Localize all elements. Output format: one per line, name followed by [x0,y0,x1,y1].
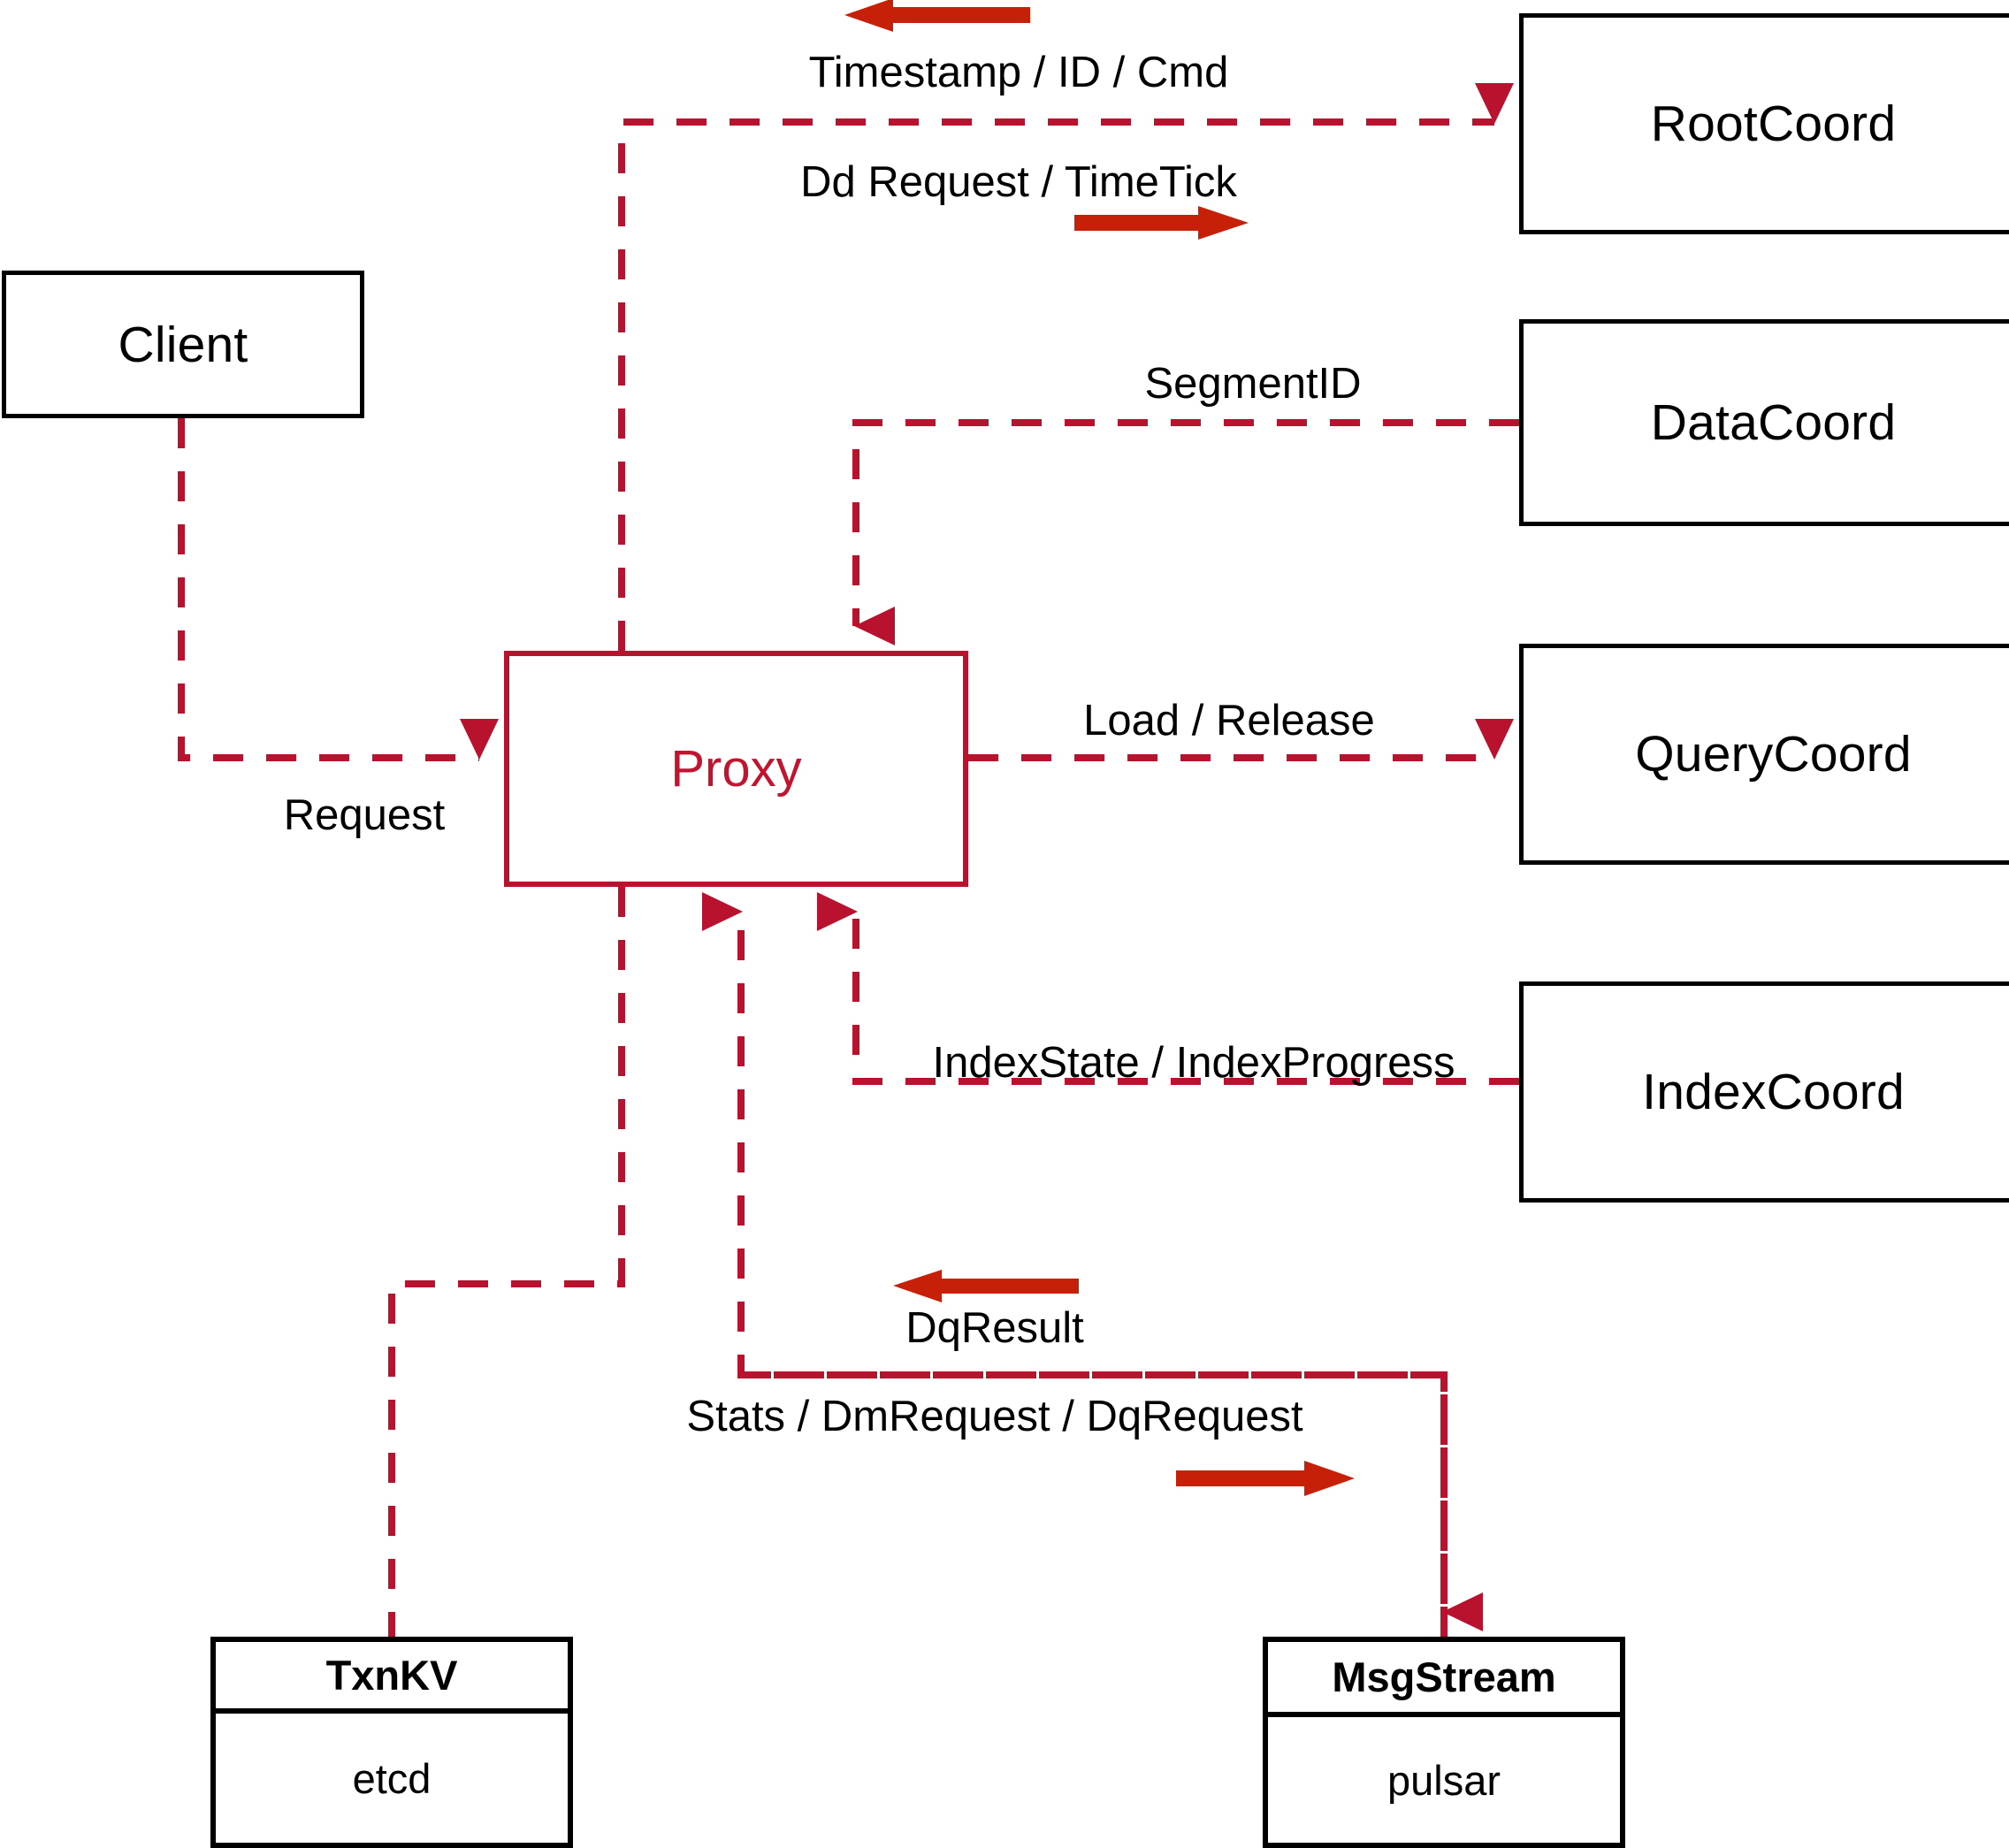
node-client-label: Client [118,316,248,373]
node-rootcoord[interactable]: RootCoord [1519,13,2009,234]
edge-proxy-to-msgstream [741,1371,1483,1631]
node-querycoord-label: QueryCoord [1635,726,1912,783]
edge-label-dqresult: DqResult [905,1304,1084,1352]
edge-indexcoord-to-proxy [817,892,1519,1085]
node-txnkv-header: TxnKV [216,1642,568,1714]
node-datacoord-label: DataCoord [1650,394,1897,451]
node-txnkv-body: etcd [352,1754,432,1802]
edge-label-request: Request [283,791,446,839]
node-datacoord[interactable]: DataCoord [1519,319,2009,526]
edge-label-load-release: Load / Release [1083,697,1375,745]
node-rootcoord-label: RootCoord [1650,95,1897,152]
arrow-right-ddrequest [1074,206,1249,240]
node-msgstream-header: MsgStream [1268,1642,1620,1717]
arrow-left-dqresult [893,1270,1079,1302]
node-txnkv[interactable]: TxnKV etcd [210,1637,573,1848]
edge-label-indexstate-indexprogress: IndexState / IndexProgress [932,1039,1455,1087]
direction-annotation-arrows [844,0,1355,1496]
edge-msgstream-to-proxy [702,892,1448,1637]
edge-label-segmentid: SegmentID [1144,360,1362,408]
edge-proxy-to-rootcoord [618,83,1514,651]
node-msgstream-body: pulsar [1386,1756,1501,1804]
edge-proxy-to-txnkv [388,887,625,1637]
arrow-right-dqrequest [1176,1461,1355,1496]
node-indexcoord[interactable]: IndexCoord [1519,981,2009,1203]
edge-label-timestamp-id-cmd: Timestamp / ID / Cmd [808,49,1229,96]
arrow-left-timestamp [844,0,1030,32]
node-msgstream[interactable]: MsgStream pulsar [1263,1637,1625,1848]
node-proxy[interactable]: Proxy [504,651,968,887]
node-proxy-label: Proxy [670,740,802,798]
edge-label-dd-request-timetick: Dd Request / TimeTick [800,158,1237,206]
edge-client-to-proxy [178,418,499,761]
node-querycoord[interactable]: QueryCoord [1519,644,2009,865]
edge-label-stats-dmrequest-dqrequest: Stats / DmRequest / DqRequest [686,1393,1303,1440]
node-client[interactable]: Client [2,271,364,418]
node-indexcoord-label: IndexCoord [1642,1064,1905,1120]
edge-datacoord-to-proxy [852,419,1519,645]
